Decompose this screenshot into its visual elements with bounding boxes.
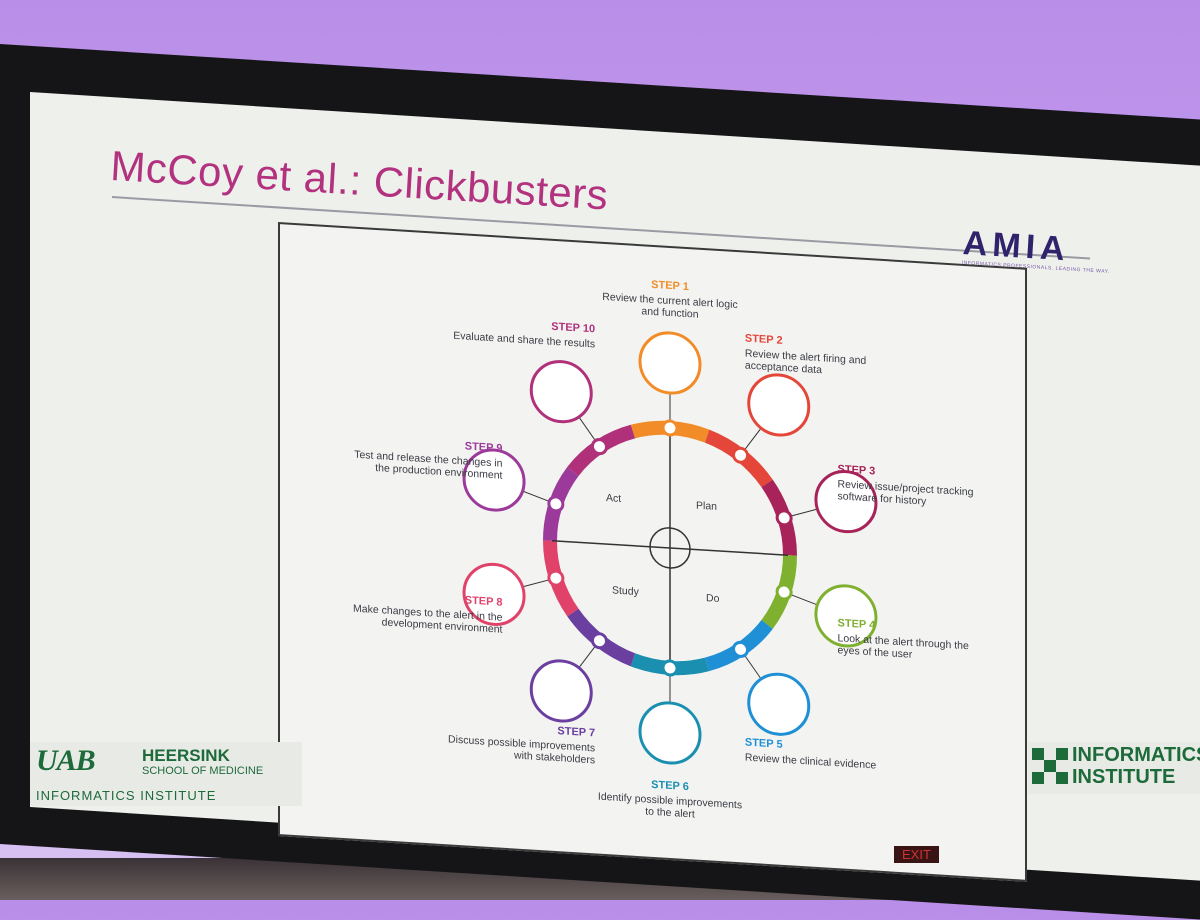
step-node	[590, 438, 608, 456]
bar-chart-icon	[529, 360, 593, 424]
quadrant-plan: Plan	[696, 499, 718, 513]
ii-name-line1: INFORMATICS	[1072, 744, 1200, 766]
uab-institute-name: INFORMATICS INSTITUTE	[36, 788, 217, 803]
step-node	[775, 509, 793, 527]
dna-checker-icon	[1032, 748, 1068, 784]
uab-school-name: HEERSINK	[142, 746, 230, 765]
calendar-icon	[814, 470, 878, 534]
lightbulb-icon	[638, 701, 702, 765]
step-node	[590, 632, 608, 650]
document-magnifier-icon	[638, 331, 702, 395]
cycle-arrow-icon	[649, 527, 691, 569]
graduation-cap-icon	[462, 448, 526, 512]
step-node	[547, 495, 565, 513]
step-node	[775, 583, 793, 601]
data-report-icon	[747, 373, 811, 437]
glasses-icon	[814, 584, 878, 648]
ii-name-line2: INSTITUTE	[1072, 766, 1176, 788]
uab-wordmark: UAB	[36, 744, 96, 777]
exit-sign: EXIT	[894, 846, 939, 863]
quadrant-act: Act	[606, 492, 622, 505]
magnifier-icon	[747, 672, 811, 736]
step-node	[661, 419, 679, 437]
step-node	[732, 640, 750, 658]
uab-heersink-logo: UAB HEERSINK SCHOOL OF MEDICINE INFORMAT…	[30, 742, 302, 806]
quadrant-do: Do	[706, 592, 720, 605]
step-node	[547, 569, 565, 587]
chat-bubbles-icon	[529, 659, 593, 723]
informatics-institute-logo: INFORMATICS INSTITUTE	[1028, 742, 1200, 794]
step-node	[732, 446, 750, 464]
pdsa-cycle-diagram	[462, 331, 878, 765]
tools-icon	[462, 562, 526, 626]
quadrant-study: Study	[612, 584, 639, 599]
uab-school-subtitle: SCHOOL OF MEDICINE	[142, 765, 264, 777]
step-node	[661, 659, 679, 677]
